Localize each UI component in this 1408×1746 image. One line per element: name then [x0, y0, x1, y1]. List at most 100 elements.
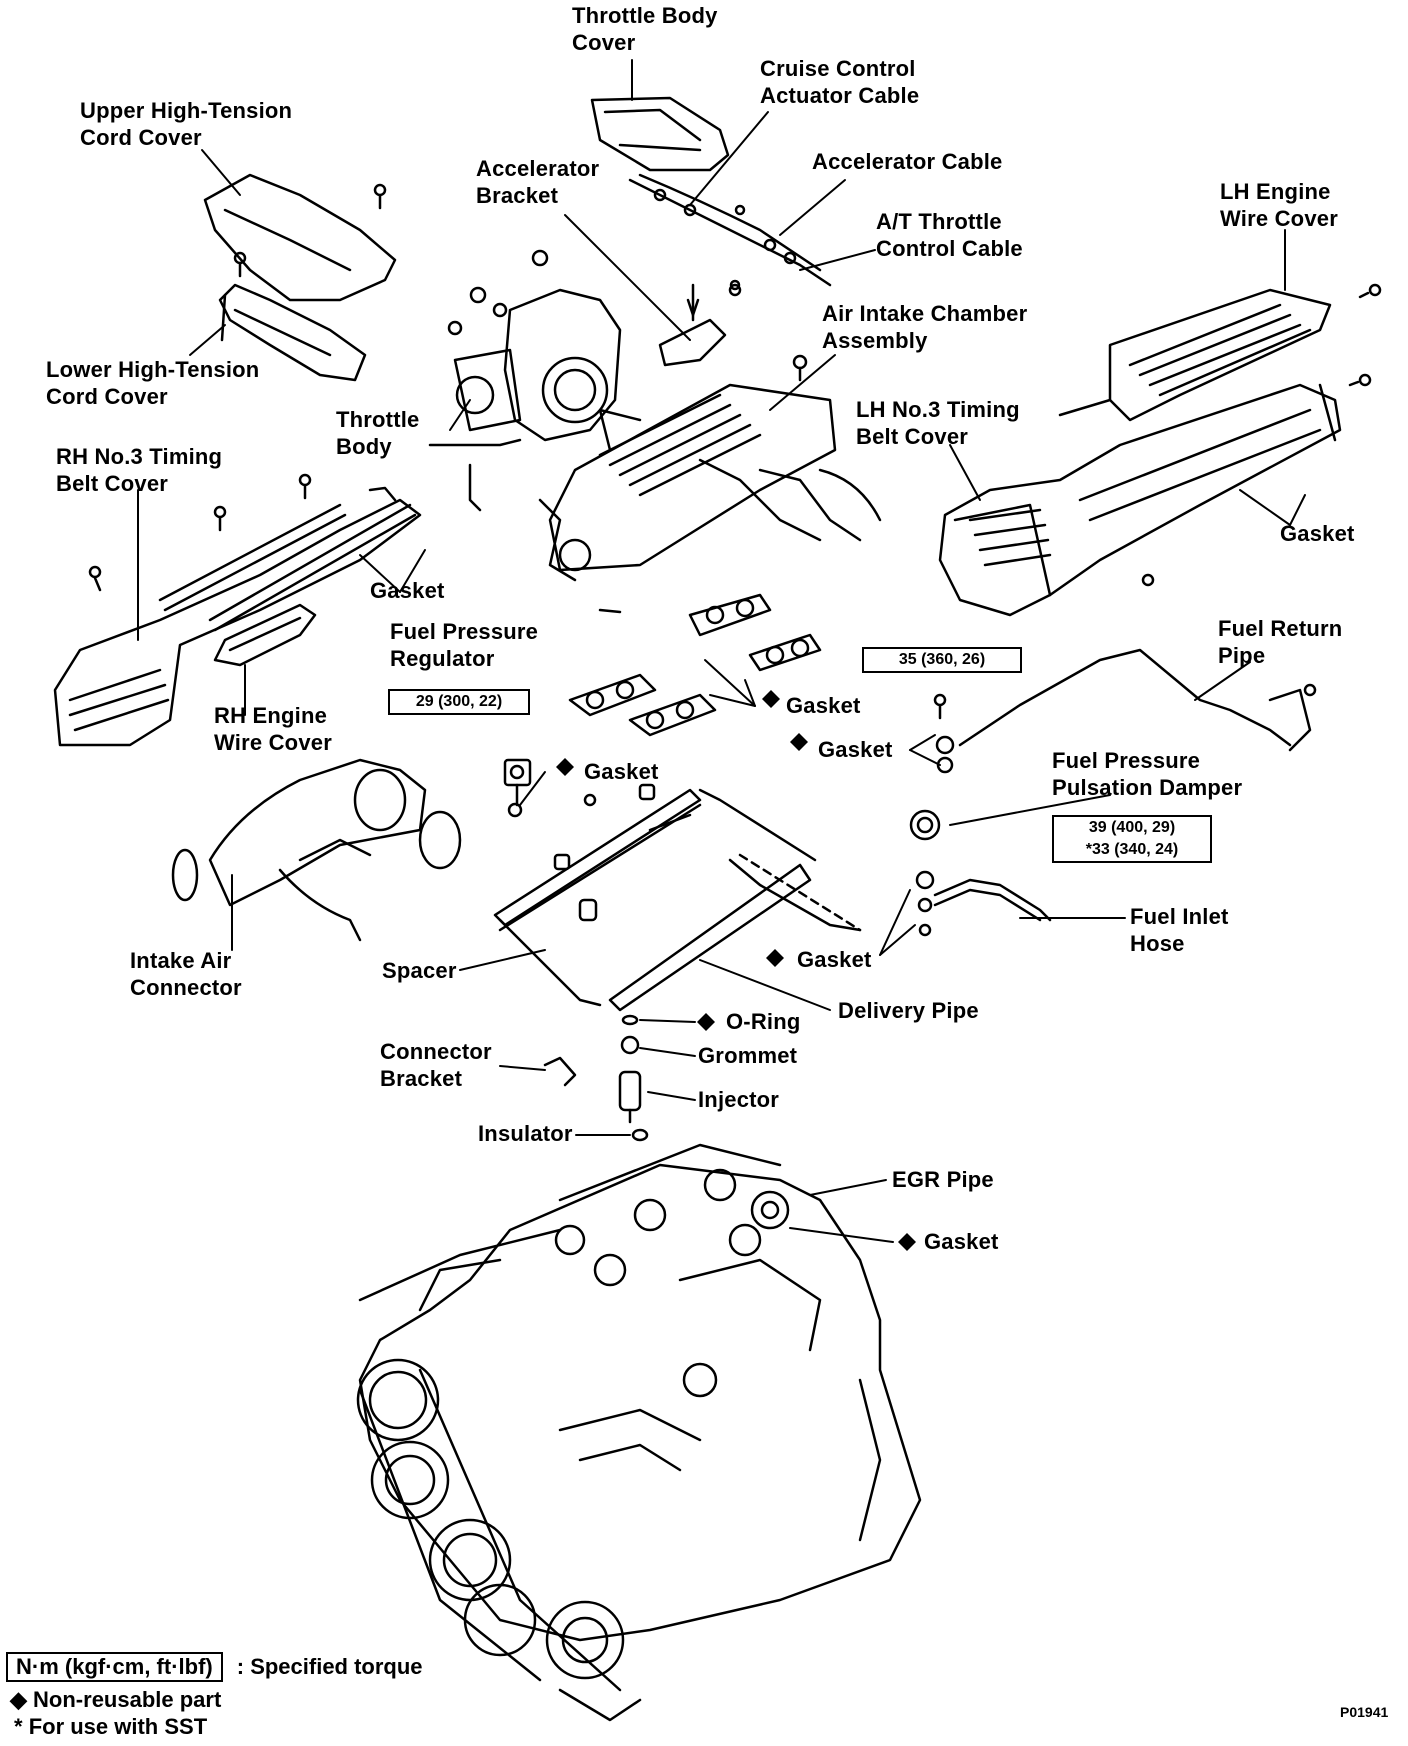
label-delivery-pipe: Delivery Pipe [838, 997, 979, 1024]
label-line: O-Ring [726, 1009, 801, 1034]
label-line: Injector [698, 1087, 780, 1112]
label-line: RH No.3 Timing [56, 444, 223, 469]
label-line: Actuator Cable [760, 83, 920, 108]
label-o-ring: O-Ring [726, 1008, 801, 1035]
label-line: Throttle Body [572, 3, 718, 28]
label-line: Gasket [797, 947, 872, 972]
torque-value: 29 (300, 22) [415, 693, 503, 710]
label-accelerator-cable: Accelerator Cable [812, 148, 1003, 175]
label-line: Wire Cover [214, 730, 332, 755]
label-line: Grommet [698, 1043, 798, 1068]
label-rh-timing-belt-cover: RH No.3 Timing Belt Cover [56, 443, 222, 497]
label-line: EGR Pipe [892, 1167, 994, 1192]
label-lower-ht-cord-cover: Lower High-Tension Cord Cover [46, 356, 259, 410]
label-line: Belt Cover [856, 424, 969, 449]
torque-box-return-pipe: 35 (360, 26) [862, 647, 1022, 673]
label-upper-ht-cord-cover: Upper High-Tension Cord Cover [80, 97, 292, 151]
label-egr-pipe: EGR Pipe [892, 1166, 994, 1193]
label-line: Gasket [818, 737, 893, 762]
label-lh-timing-belt-cover: LH No.3 Timing Belt Cover [856, 396, 1020, 450]
rh-engine-wire-cover-part [213, 603, 317, 667]
legend-sst-text: For use with SST [28, 1714, 208, 1739]
legend-torque-unit: N·m (kgf·cm, ft·lbf) [6, 1652, 223, 1682]
label-connector-bracket: Connector Bracket [380, 1038, 492, 1092]
lower-ht-cord-cover-part [218, 283, 367, 382]
label-line: Cord Cover [80, 125, 202, 150]
label-line: RH Engine [214, 703, 328, 728]
label-fuel-pulsation-damper: Fuel Pressure Pulsation Damper [1052, 747, 1242, 801]
lh-engine-wire-cover-part [1058, 283, 1382, 422]
throttle-body-cover-part [590, 96, 730, 172]
label-line: Hose [1130, 931, 1185, 956]
fuel-pressure-regulator-part [503, 758, 597, 818]
label-line: Pipe [1218, 643, 1266, 668]
label-gasket-return: Gasket [818, 736, 893, 763]
air-intake-chamber-part [538, 354, 882, 582]
rh-timing-belt-cover-part [53, 473, 422, 747]
legend-torque-desc: : Specified torque [236, 1654, 423, 1679]
legend-non-reusable-text: Non-reusable part [33, 1687, 222, 1712]
label-line: Accelerator Cable [812, 149, 1003, 174]
label-gasket-intake: Gasket [786, 692, 861, 719]
legend-sst: * For use with SST [14, 1714, 207, 1740]
label-line: Cruise Control [760, 56, 916, 81]
label-line: Lower High-Tension [46, 357, 260, 382]
delivery-pipe-part [493, 783, 862, 1012]
label-line: Throttle [336, 407, 420, 432]
label-line: Fuel Return [1218, 616, 1343, 641]
label-line: Upper High-Tension [80, 98, 293, 123]
label-line: Gasket [786, 693, 861, 718]
throttle-body-part [428, 286, 622, 512]
label-line: Air Intake Chamber [822, 301, 1028, 326]
label-line: Fuel Pressure [390, 619, 539, 644]
label-line: Assembly [822, 328, 928, 353]
engine-block-part [356, 1143, 922, 1722]
label-lh-engine-wire-cover: LH Engine Wire Cover [1220, 178, 1338, 232]
label-grommet: Grommet [698, 1042, 797, 1069]
leader-lines [137, 59, 1306, 1243]
legend-non-reusable: ◆ Non-reusable part [10, 1687, 221, 1713]
label-line: Body [336, 434, 392, 459]
label-gasket-rh: Gasket [370, 577, 445, 604]
label-gasket-inlet: Gasket [797, 946, 872, 973]
label-injector: Injector [698, 1086, 779, 1113]
label-line: Gasket [370, 578, 445, 603]
torque-box-damper: 39 (400, 29) *33 (340, 24) [1052, 815, 1212, 863]
label-spacer: Spacer [382, 957, 457, 984]
label-line: Cover [572, 30, 636, 55]
figure-code: P01941 [1340, 1704, 1389, 1720]
label-throttle-body-cover: Throttle Body Cover [572, 2, 718, 56]
intake-air-connector-part [171, 758, 462, 942]
label-throttle-body: Throttle Body [336, 406, 419, 460]
label-rh-engine-wire-cover: RH Engine Wire Cover [214, 702, 332, 756]
label-fuel-inlet-hose: Fuel Inlet Hose [1130, 903, 1229, 957]
asterisk-icon: * [14, 1714, 23, 1739]
diamond-markers [556, 690, 916, 1251]
label-at-throttle-cable: A/T Throttle Control Cable [876, 208, 1023, 262]
label-line: Pulsation Damper [1052, 775, 1243, 800]
label-line: LH No.3 Timing [856, 397, 1020, 422]
fuel-return-pipe-part [933, 648, 1317, 774]
label-line: Spacer [382, 958, 457, 983]
accelerator-bracket-part [531, 249, 742, 367]
label-line: Fuel Pressure [1052, 748, 1201, 773]
torque-value: 39 (400, 29) [1088, 819, 1176, 836]
cables-part [628, 173, 832, 291]
label-air-intake-chamber: Air Intake Chamber Assembly [822, 300, 1027, 354]
label-line: Intake Air [130, 948, 232, 973]
label-line: Bracket [476, 183, 559, 208]
label-fuel-return-pipe: Fuel Return Pipe [1218, 615, 1342, 669]
label-fuel-pressure-regulator: Fuel Pressure Regulator [390, 618, 538, 672]
label-cruise-control-cable: Cruise Control Actuator Cable [760, 55, 919, 109]
label-gasket-lh: Gasket [1280, 520, 1355, 547]
label-line: Connector [380, 1039, 492, 1064]
label-line: Gasket [924, 1229, 999, 1254]
label-line: Gasket [1280, 521, 1355, 546]
legend-torque: N·m (kgf·cm, ft·lbf) : Specified torque [6, 1652, 423, 1682]
label-line: Accelerator [476, 156, 600, 181]
label-line: Insulator [478, 1121, 573, 1146]
label-line: Cord Cover [46, 384, 168, 409]
label-line: Regulator [390, 646, 495, 671]
torque-value: *33 (340, 24) [1085, 841, 1179, 858]
